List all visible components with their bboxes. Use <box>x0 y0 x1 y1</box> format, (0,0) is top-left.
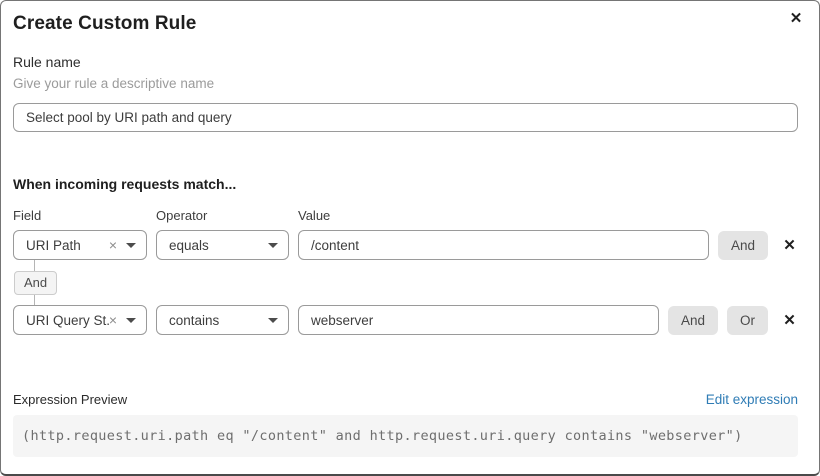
expression-preview-label: Expression Preview <box>13 392 128 407</box>
expression-code-block: (http.request.uri.path eq "/content" and… <box>13 415 798 457</box>
chevron-down-icon <box>268 317 278 323</box>
value-input-row2[interactable] <box>298 305 659 335</box>
field-select-row2[interactable]: URI Query St... × <box>13 305 147 335</box>
field-column-label: Field <box>13 208 42 223</box>
expression-preview-header: Expression Preview Edit expression <box>13 392 798 407</box>
dialog-title: Create Custom Rule <box>13 13 197 34</box>
or-button-row2[interactable]: Or <box>727 305 768 335</box>
operator-select-value: equals <box>169 237 209 253</box>
operator-select-row2[interactable]: contains <box>156 305 289 335</box>
field-select-value: URI Path <box>26 237 81 253</box>
remove-row-icon[interactable]: ✕ <box>781 310 798 330</box>
clear-selection-icon[interactable]: × <box>108 237 117 253</box>
chevron-down-icon <box>268 242 278 248</box>
match-section-heading: When incoming requests match... <box>13 176 237 192</box>
builder-column-labels: Field Operator Value <box>13 208 798 223</box>
close-icon[interactable]: ✕ <box>787 9 805 27</box>
condition-row-1: URI Path × equals And ✕ <box>13 230 798 260</box>
and-button-row2[interactable]: And <box>667 305 718 335</box>
rule-name-input[interactable] <box>13 103 798 132</box>
remove-row-icon[interactable]: ✕ <box>781 235 798 255</box>
chevron-down-icon <box>126 242 136 248</box>
edit-expression-link[interactable]: Edit expression <box>705 392 798 407</box>
field-select-row1[interactable]: URI Path × <box>13 230 147 260</box>
chevron-down-icon <box>126 317 136 323</box>
condition-row-2: URI Query St... × contains And Or ✕ <box>13 305 798 335</box>
rule-name-label: Rule name <box>13 54 81 70</box>
connector-line-upper <box>34 260 35 271</box>
operator-select-value: contains <box>169 312 220 328</box>
value-column-label: Value <box>298 208 331 223</box>
value-input-row1[interactable] <box>298 230 709 260</box>
operator-column-label: Operator <box>156 208 208 223</box>
and-button-row1[interactable]: And <box>717 230 768 260</box>
clear-selection-icon[interactable]: × <box>108 312 117 328</box>
field-select-value: URI Query St... <box>26 312 109 328</box>
and-connector-badge: And <box>14 271 58 295</box>
connector-line-lower <box>34 295 35 305</box>
operator-select-row1[interactable]: equals <box>156 230 289 260</box>
rule-name-helper: Give your rule a descriptive name <box>13 76 215 91</box>
